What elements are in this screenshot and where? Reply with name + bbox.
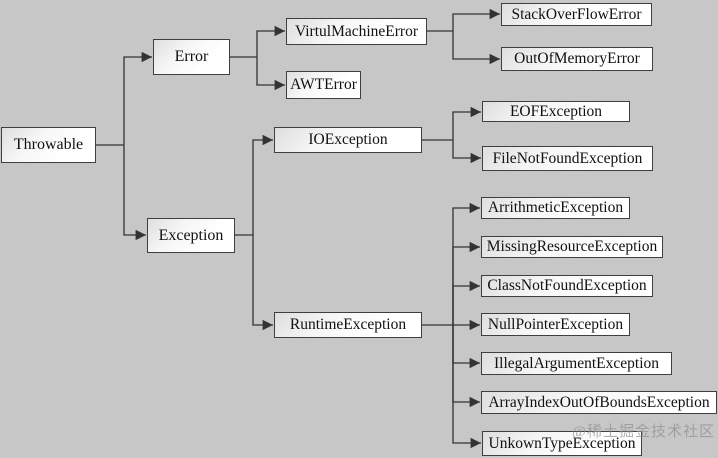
node-class-not-found-exception: ClassNotFoundException [481, 275, 653, 297]
edge-throwable-error [123, 51, 152, 145]
edge-error-awterror [256, 57, 285, 91]
edge-throwable-exception [123, 145, 146, 241]
node-missing-resource-exception: MissingResourceException [481, 236, 663, 258]
node-exception: Exception [147, 218, 235, 253]
node-array-index-out-of-bounds-exception: ArrayIndexOutOfBoundsException [481, 391, 717, 414]
edge-error-virtualmachineerror [256, 25, 285, 57]
node-stack-overflow-error: StackOverFlowError [501, 3, 652, 26]
node-out-of-memory-error: OutOfMemoryError [501, 47, 653, 71]
edge-exception-ioexception [252, 134, 273, 235]
node-io-exception: IOException [274, 127, 422, 153]
node-virtual-machine-error: VirtulMachineError [286, 18, 427, 45]
edge-runtime-classnotfound [452, 280, 480, 325]
node-file-not-found-exception: FileNotFoundException [482, 146, 653, 171]
edge-io-filenotfoundexception [452, 140, 481, 164]
node-runtime-exception: RuntimeException [274, 312, 422, 338]
node-eof-exception: EOFException [482, 101, 630, 122]
edge-runtime-illegalargument [452, 325, 480, 369]
edge-io-eofexception [452, 106, 481, 140]
node-unkown-type-exception: UnkownTypeException [482, 431, 642, 456]
edge-vme-outofmemoryerror [452, 31, 500, 65]
node-throwable: Throwable [1, 127, 96, 163]
edge-vme-stackoverflowerror [452, 8, 500, 31]
node-awt-error: AWTError [286, 71, 361, 99]
node-arithmetic-exception: ArrithmeticException [481, 197, 630, 219]
edge-runtime-unkowntype [452, 325, 481, 449]
node-error: Error [153, 39, 230, 75]
edge-exception-runtimeexception [252, 235, 273, 331]
node-illegal-argument-exception: IllegalArgumentException [481, 352, 672, 375]
edge-runtime-arithmetic [452, 202, 480, 325]
node-null-pointer-exception: NullPointerException [481, 313, 630, 336]
